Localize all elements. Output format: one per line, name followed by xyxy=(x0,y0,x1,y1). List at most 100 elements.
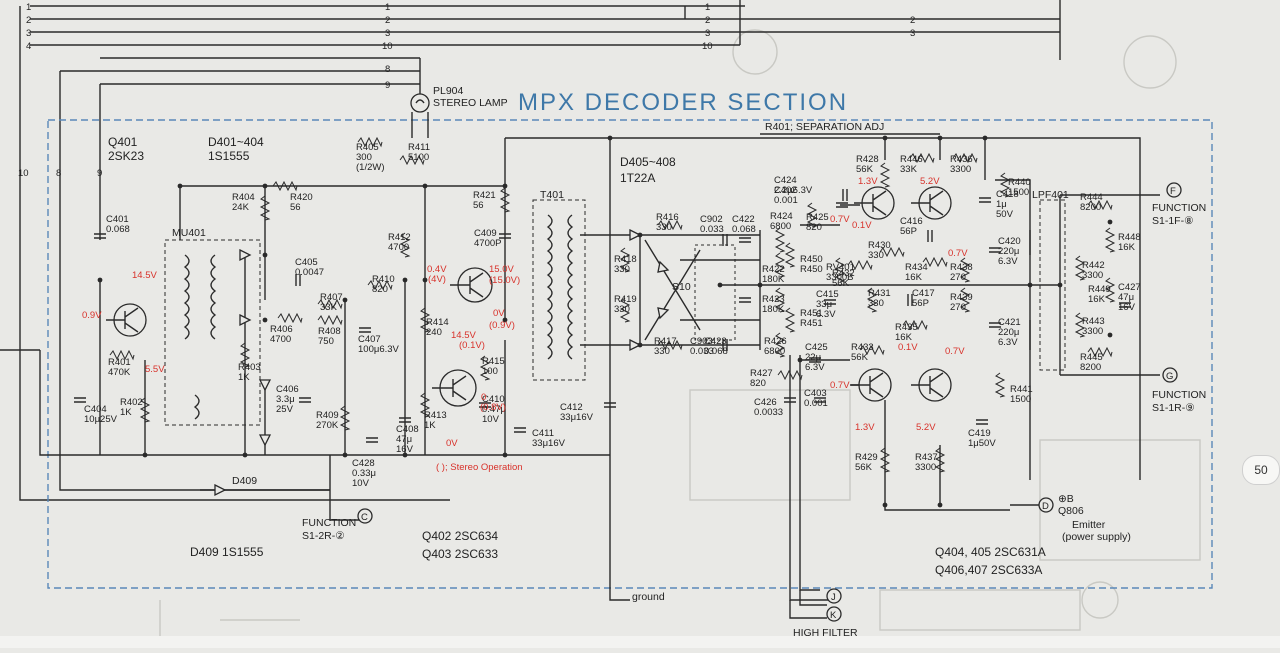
terminal-d[interactable]: D ⊕B Q806 Emitter (power supply) xyxy=(1038,493,1131,543)
rail-number: 2 xyxy=(385,15,390,26)
part-r442-line-2: 3300 xyxy=(1082,270,1103,281)
part-c903-line-2: 0.033 xyxy=(690,346,714,357)
terminal-f[interactable]: F FUNCTION S1-1F-⑧ xyxy=(1152,182,1206,227)
terminal-d-line3: Emitter xyxy=(1072,519,1106,531)
part-c407-line-2: 100μ6.3V xyxy=(358,344,400,355)
terminal-k[interactable]: K xyxy=(826,606,842,622)
part-r402-line-1: R402 xyxy=(120,397,143,408)
part-c418-line-3: 50V xyxy=(996,209,1014,220)
part-c410-symbol xyxy=(479,402,491,408)
part-r430-symbol xyxy=(879,246,905,258)
stereo-operation-note: ( ); Stereo Operation xyxy=(436,462,523,473)
terminal-g[interactable]: G FUNCTION S1-1R-⑨ xyxy=(1152,367,1206,414)
part-c416-line-2: 56P xyxy=(900,226,917,237)
part-r420-line-2: 56 xyxy=(290,202,301,213)
part-r424-line-2: 6800 xyxy=(770,221,791,232)
part-c410-line-2: 0.47μ xyxy=(482,404,506,415)
junction-dot xyxy=(1027,282,1033,288)
part-c427-line-2: 47μ xyxy=(1118,292,1134,303)
part-c409-line-2: 4700P xyxy=(474,238,501,249)
voltage-reading: (0.1V) xyxy=(459,340,485,351)
part-r421-line-2: 56 xyxy=(473,200,484,211)
part-c419-symbol xyxy=(976,419,988,425)
part-c419-line-1: C419 xyxy=(968,428,991,439)
part-r427-symbol xyxy=(777,369,803,381)
part-r430-line-2: 330 xyxy=(868,250,884,261)
part-r441-symbol xyxy=(994,372,1006,398)
terminal-g-letter: G xyxy=(1166,371,1173,382)
part-r401-line-1: R401 xyxy=(108,357,131,368)
rail-number: 3 xyxy=(910,28,915,39)
junction-dot xyxy=(637,232,643,238)
part-c422-symbol xyxy=(739,237,751,243)
part-r430-line-1: R430 xyxy=(868,240,891,251)
part-r412-line-2: 4700 xyxy=(388,242,409,253)
part-c417-symbol xyxy=(907,294,913,306)
part-r405-line-1: R405 xyxy=(356,142,379,153)
lpf401-label: LPF401 xyxy=(1032,189,1069,201)
part-c418-line-1: C418 xyxy=(996,189,1019,200)
t401-label: T401 xyxy=(540,189,564,201)
part-c404-line-2: 10μ25V xyxy=(84,414,118,425)
voltage-reading: 14.5V xyxy=(451,330,476,341)
voltage-reading: 1.3V xyxy=(855,422,875,433)
transistor-q403-leads xyxy=(432,375,467,401)
part-r403-line-2: 1K xyxy=(238,372,250,383)
junction-dot xyxy=(262,317,268,323)
part-c428-line-1: C428 xyxy=(352,458,375,469)
part-r444-symbol xyxy=(1087,199,1113,211)
part-c425-symbol xyxy=(809,357,821,363)
part-r433-symbol xyxy=(859,344,885,356)
junction-dot xyxy=(177,183,183,189)
part-r409-symbol xyxy=(339,405,351,431)
voltage-reading: (15.0V) xyxy=(489,275,520,286)
part-rv401-line-2: 3300B xyxy=(826,272,853,283)
part-r408-line-1: R408 xyxy=(318,326,341,337)
rail-number: 4 xyxy=(26,41,31,52)
rail-number: 8 xyxy=(385,64,390,75)
part-c421-line-2: 220μ xyxy=(998,327,1019,338)
terminal-j[interactable]: J xyxy=(826,588,842,604)
part-r436-line-2: 3300 xyxy=(950,164,971,175)
part-c417-line-2: 56P xyxy=(912,298,929,309)
part-r404-symbol xyxy=(259,195,271,221)
part-c401-line-1: C401 xyxy=(106,214,129,225)
voltage-reading: 0.1V xyxy=(852,220,872,231)
part-r444-line-2: 8200 xyxy=(1080,202,1101,213)
part-r437-line-2: 3300 xyxy=(915,462,936,473)
part-c409-symbol xyxy=(499,233,511,239)
part-r406-line-1: R406 xyxy=(270,324,293,335)
part-rv401-line-1: RV401 xyxy=(826,262,855,273)
terminal-c[interactable]: C FUNCTION S1-2R-② xyxy=(302,508,373,542)
part-r414-line-1: R414 xyxy=(426,317,449,328)
rail-number: 2 xyxy=(910,15,915,26)
part-r448-symbol xyxy=(1104,227,1116,253)
page-number-badge[interactable]: 50 xyxy=(1242,455,1280,485)
part-r411-symbol xyxy=(399,154,425,166)
part-c418-symbol xyxy=(979,197,991,203)
part-c903-symbol xyxy=(722,339,728,351)
transistor-q407-leads xyxy=(911,372,944,398)
part-r407-line-2: 33K xyxy=(320,302,338,313)
junction-dot xyxy=(607,135,613,141)
part-r450-line-1: R450 xyxy=(800,254,823,265)
part-r433-line-1: R433 xyxy=(851,342,874,353)
part-c418-line-2: 1μ xyxy=(996,199,1007,210)
part-r419-line-2: 330 xyxy=(614,304,630,315)
part-c406-line-3: 25V xyxy=(276,404,294,415)
part-c427-line-3: 16V xyxy=(1118,302,1136,313)
junction-dot xyxy=(882,502,888,508)
